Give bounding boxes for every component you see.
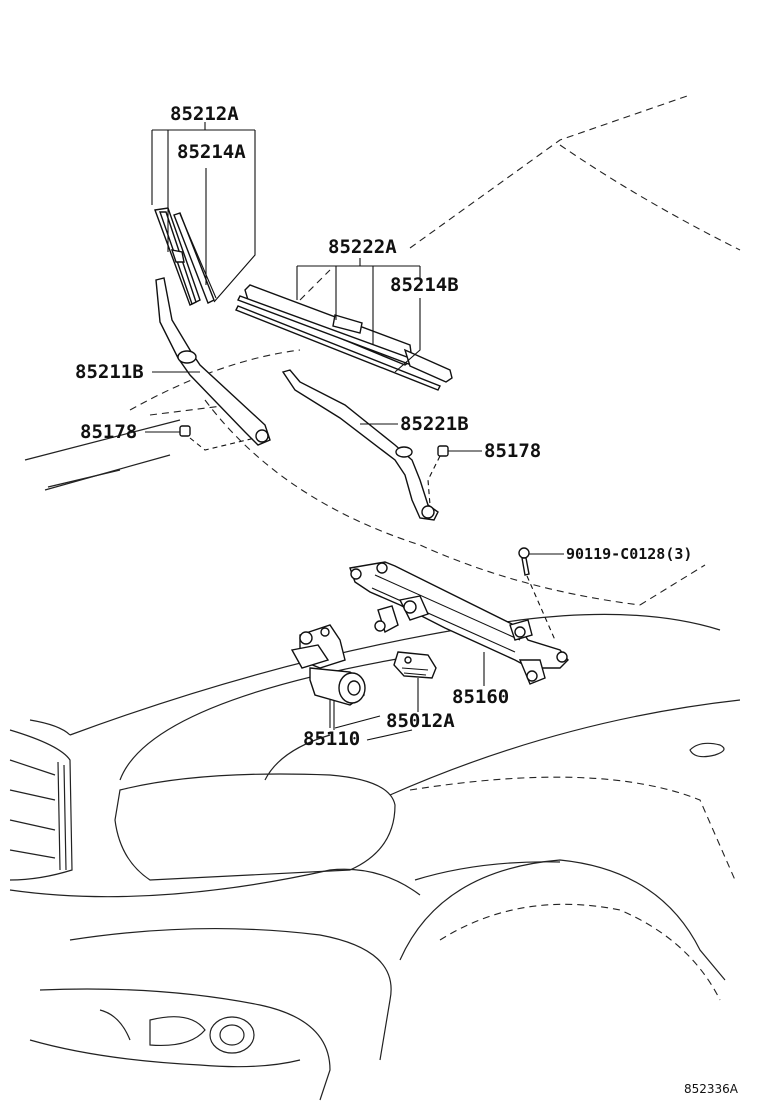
bolt-90119 — [518, 547, 530, 576]
label-85214B: 85214B — [390, 274, 459, 296]
label-85160: 85160 — [452, 686, 509, 708]
left-wiper-blade — [154, 207, 217, 306]
label-85211B: 85211B — [75, 361, 144, 383]
label-85012A: 85012A — [386, 710, 455, 732]
label-85221B: 85221B — [400, 413, 469, 435]
right-wiper-blade — [235, 284, 453, 391]
nut-85178-left — [179, 425, 191, 437]
label-90119: 90119-C0128(3) — [566, 545, 692, 563]
leader-lines — [145, 122, 564, 741]
wiper-motor — [290, 624, 366, 706]
motor-bracket — [393, 651, 437, 679]
label-85178-left: 85178 — [80, 421, 137, 443]
vehicle-body-outline — [9, 94, 741, 1101]
label-85178-right: 85178 — [484, 440, 541, 462]
label-85222A: 85222A — [328, 236, 397, 258]
nut-85178-right — [437, 445, 449, 457]
right-wiper-arm — [281, 369, 439, 521]
label-85212A: 85212A — [170, 103, 239, 125]
label-85214A: 85214A — [177, 141, 246, 163]
wiper-link-assembly — [349, 561, 569, 685]
diagram-reference-number: 852336A — [684, 1082, 739, 1096]
part-labels: 85212A 85214A 85222A 85214B 85211B 85178… — [75, 103, 739, 1096]
left-wiper-arm — [155, 277, 271, 446]
label-85110: 85110 — [303, 728, 360, 750]
